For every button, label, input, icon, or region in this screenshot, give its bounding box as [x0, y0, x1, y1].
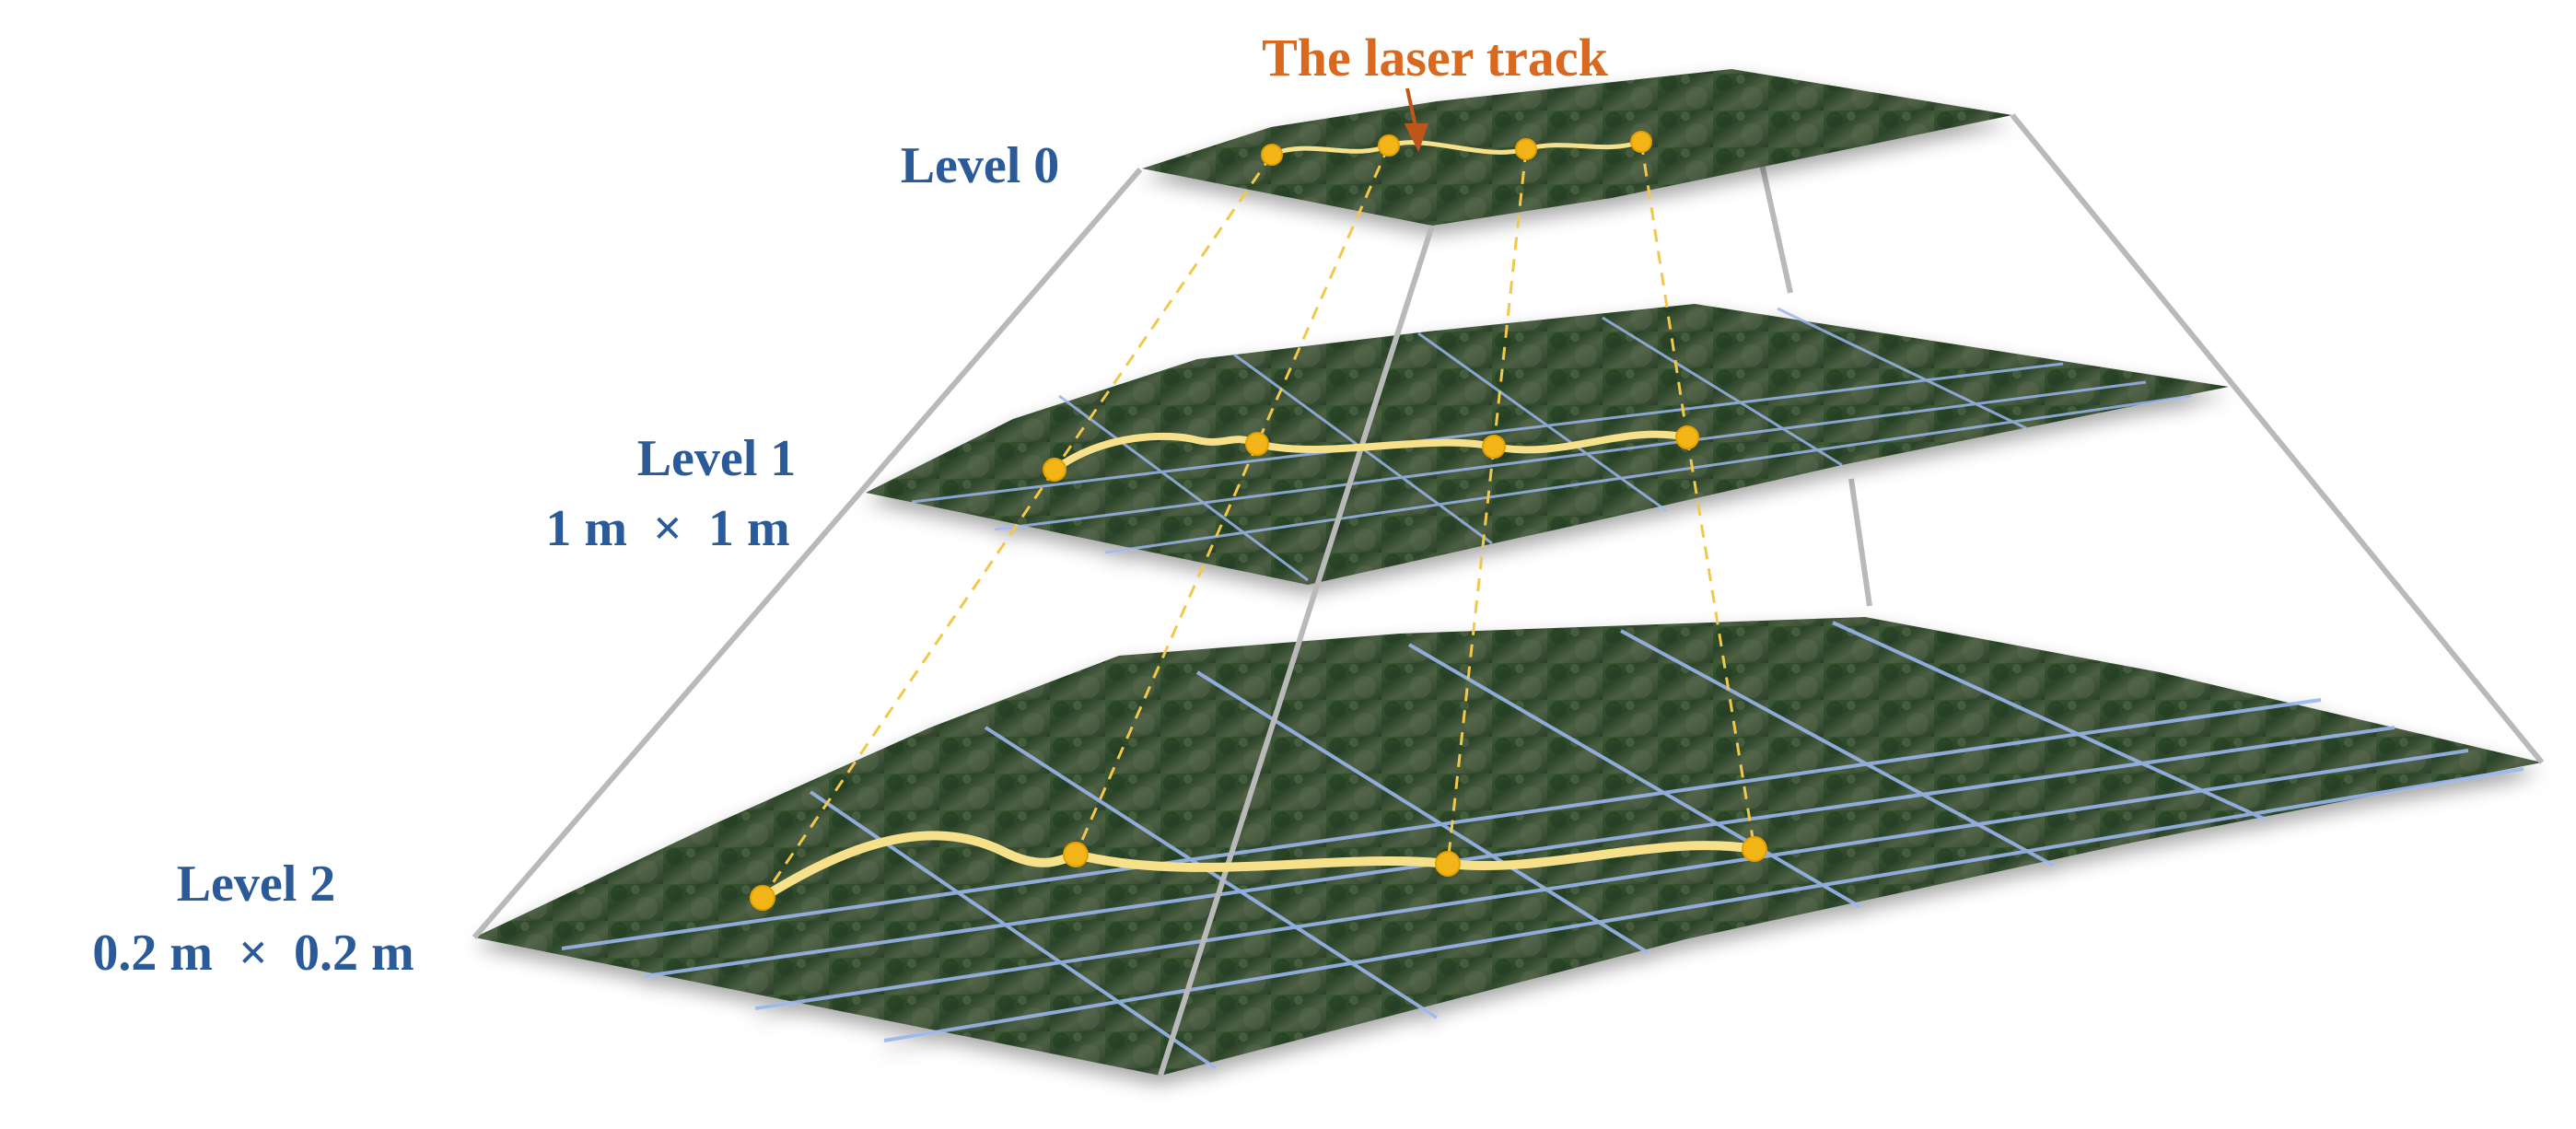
level-0-label: Level 0: [901, 137, 1060, 194]
level-2-label: Level 2: [177, 855, 336, 913]
level-1-point: [1043, 458, 1067, 482]
level-1-track: [1051, 430, 1691, 473]
laser-tracks: [758, 139, 1759, 902]
level-1-point: [1675, 425, 1699, 449]
level-1-label: Level 1: [637, 430, 797, 487]
diagram-title: The laser track: [1262, 28, 1609, 87]
level-2-point: [1742, 836, 1767, 862]
level-1-terrain: [866, 304, 2229, 585]
level-2-point: [1435, 851, 1461, 877]
level-2-terrain: [474, 617, 2542, 1076]
level-1-resolution: 1 m × 1 m: [545, 500, 789, 557]
level-0-point: [1378, 134, 1400, 157]
track-points: [750, 131, 1767, 911]
level-2-track: [758, 831, 1759, 902]
level-2-resolution: 0.2 m × 0.2 m: [92, 925, 414, 982]
level-2-point: [750, 885, 775, 911]
level-0-point: [1630, 131, 1652, 153]
title-arrow: [1404, 87, 1428, 153]
pyramid-frame-back: [1759, 163, 1872, 607]
level-2-grid: [561, 621, 2524, 1070]
level-0-track: [1269, 139, 1644, 157]
level-1-point: [1245, 432, 1269, 456]
projection-lines: [761, 141, 1756, 899]
level-2-plane: [474, 617, 2542, 1076]
level-1-plane: [866, 304, 2229, 585]
level-0-point: [1261, 144, 1283, 166]
level-2-point: [1063, 842, 1089, 867]
pyramid-frame-front: [472, 113, 2545, 1077]
level-1-point: [1482, 435, 1506, 459]
level-0-point: [1515, 138, 1537, 160]
